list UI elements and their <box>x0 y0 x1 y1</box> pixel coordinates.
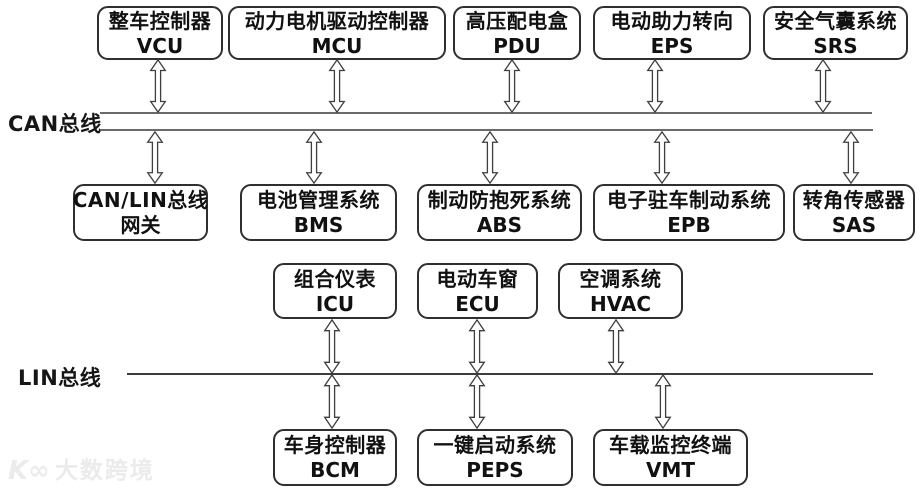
node-bms-abbr: BMS <box>293 213 344 237</box>
node-vmt: 车载监控终端 VMT <box>593 429 748 486</box>
arrow-lin-bcm <box>324 374 340 429</box>
arrow-can-bms <box>306 131 322 184</box>
node-bcm: 车身控制器 BCM <box>273 429 397 486</box>
arrow-lin-vmt <box>655 374 671 429</box>
node-hvac: 空调系统 HVAC <box>558 263 683 319</box>
node-icu-name: 组合仪表 <box>294 266 376 291</box>
arrow-pdu-can <box>504 59 520 113</box>
node-vmt-abbr: VMT <box>645 458 696 482</box>
node-bcm-abbr: BCM <box>310 458 360 482</box>
node-peps-name: 一键启动系统 <box>433 433 557 457</box>
node-gateway-name: CAN/LIN总线 <box>72 188 209 212</box>
node-peps: 一键启动系统 PEPS <box>417 429 573 486</box>
node-icu: 组合仪表 ICU <box>273 263 397 319</box>
node-peps-abbr: PEPS <box>466 458 524 482</box>
arrow-srs-can <box>815 59 831 113</box>
node-bcm-name: 车身控制器 <box>283 433 387 457</box>
arrow-eps-can <box>647 59 663 113</box>
node-pdu-name: 高压配电盒 <box>465 8 569 33</box>
arrow-hvac-lin <box>608 319 624 374</box>
node-vcu: 整车控制器 VCU <box>97 6 223 60</box>
node-mcu-abbr: MCU <box>311 33 363 58</box>
node-icu-abbr: ICU <box>315 291 355 316</box>
arrow-can-gateway <box>147 131 163 184</box>
can-bus-line-top <box>100 112 872 114</box>
node-eps-abbr: EPS <box>650 33 694 58</box>
node-ecu: 电动车窗 ECU <box>417 263 538 319</box>
arrow-vcu-can <box>150 59 166 113</box>
watermark: K∞ 大数跨境 <box>8 458 155 484</box>
node-srs-abbr: SRS <box>813 33 858 58</box>
node-pdu-abbr: PDU <box>493 33 541 58</box>
arrow-ecu-lin <box>469 319 485 374</box>
arrow-lin-peps <box>469 374 485 429</box>
lin-bus-line <box>127 373 873 375</box>
arrow-can-epb <box>654 131 670 184</box>
arrow-mcu-can <box>329 59 345 113</box>
node-gateway: CAN/LIN总线 网关 <box>73 184 208 241</box>
node-abs: 制动防抱死系统 ABS <box>417 184 582 241</box>
arrow-can-sas <box>843 131 859 184</box>
node-sas-name: 转角传感器 <box>802 188 906 212</box>
node-mcu: 动力电机驱动控制器 MCU <box>228 6 446 60</box>
node-sas-abbr: SAS <box>831 213 877 237</box>
arrow-can-abs <box>482 131 498 184</box>
node-ecu-name: 电动车窗 <box>436 266 519 291</box>
node-hvac-abbr: HVAC <box>589 291 651 316</box>
node-vcu-name: 整车控制器 <box>108 8 212 33</box>
node-bms-name: 电池管理系统 <box>257 188 380 212</box>
node-srs-name: 安全气囊系统 <box>774 8 897 33</box>
node-srs: 安全气囊系统 SRS <box>763 6 908 60</box>
lin-bus-label: LIN总线 <box>18 366 102 390</box>
node-eps-name: 电动助力转向 <box>610 8 734 33</box>
node-epb-abbr: EPB <box>667 213 711 237</box>
can-bus-line-bottom <box>100 129 873 131</box>
node-bms: 电池管理系统 BMS <box>240 184 397 241</box>
node-abs-abbr: ABS <box>476 213 523 237</box>
node-epb-name: 电子驻车制动系统 <box>607 188 771 212</box>
node-ecu-abbr: ECU <box>455 291 500 316</box>
node-vcu-abbr: VCU <box>136 33 184 58</box>
node-gateway-name2: 网关 <box>120 213 161 237</box>
node-hvac-name: 空调系统 <box>579 266 662 291</box>
node-sas: 转角传感器 SAS <box>793 184 915 241</box>
node-epb: 电子驻车制动系统 EPB <box>593 184 785 241</box>
node-abs-name: 制动防抱死系统 <box>427 188 572 212</box>
arrow-icu-lin <box>324 319 340 374</box>
can-bus-label: CAN总线 <box>8 112 102 136</box>
watermark-text: 大数跨境 <box>54 458 155 484</box>
node-mcu-name: 动力电机驱动控制器 <box>244 8 430 33</box>
watermark-logo-icon: K∞ <box>8 456 50 486</box>
node-pdu: 高压配电盒 PDU <box>453 6 581 60</box>
node-eps: 电动助力转向 EPS <box>593 6 751 60</box>
node-vmt-name: 车载监控终端 <box>609 433 732 457</box>
